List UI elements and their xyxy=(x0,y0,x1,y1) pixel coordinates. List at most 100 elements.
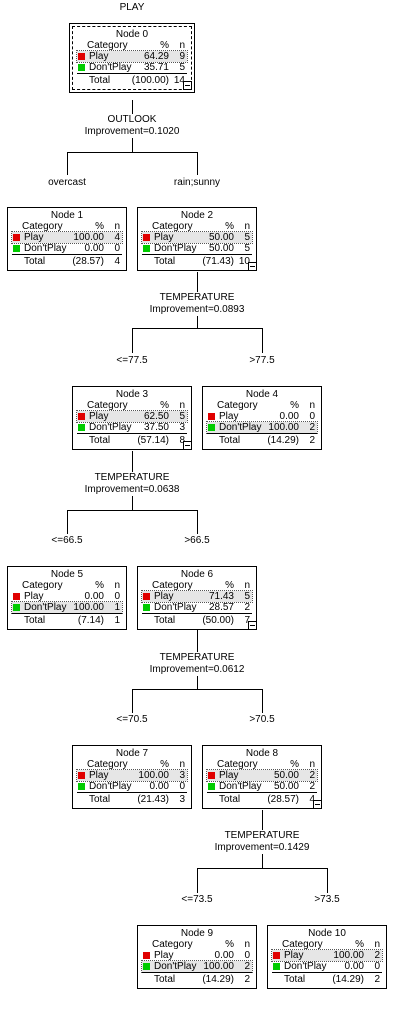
header-n: n xyxy=(244,221,250,232)
collapse-toggle-button[interactable] xyxy=(248,262,257,271)
total-percent: (28.57) xyxy=(72,256,104,267)
total-row: Total(14.29)2 xyxy=(142,974,252,985)
category-label: Don'tPlay xyxy=(219,781,262,792)
split-variable: TEMPERATURE xyxy=(159,292,235,303)
play-color-swatch xyxy=(13,234,20,241)
split-variable: TEMPERATURE xyxy=(224,830,300,841)
category-percent: 71.43 xyxy=(208,591,234,602)
play-color-swatch xyxy=(78,772,85,779)
total-label: Total xyxy=(89,794,111,805)
header-n: n xyxy=(374,939,380,950)
total-row: Total(28.57)4 xyxy=(207,794,317,805)
category-percent: 100.00 xyxy=(73,602,104,613)
category-label: Don'tPlay xyxy=(24,243,67,254)
node-title: Node 5 xyxy=(50,569,84,580)
header-category: Category xyxy=(22,221,63,232)
total-label: Total xyxy=(24,615,46,626)
header-n: n xyxy=(179,759,185,770)
category-count: 2 xyxy=(309,422,315,433)
header-category: Category xyxy=(87,759,128,770)
play-color-swatch xyxy=(78,413,85,420)
total-label: Total xyxy=(219,435,241,446)
header-n: n xyxy=(114,580,120,591)
total-row: Total(100.00)14 xyxy=(77,75,187,86)
header-category: Category xyxy=(152,580,193,591)
node-title: Node 6 xyxy=(180,569,214,580)
header-n: n xyxy=(244,580,250,591)
category-percent: 37.50 xyxy=(143,422,169,433)
category-percent: 100.00 xyxy=(73,232,104,243)
play-color-swatch xyxy=(143,593,150,600)
node-title: Node 3 xyxy=(115,389,149,400)
dontplay-color-swatch xyxy=(143,963,150,970)
category-percent: 0.00 xyxy=(84,591,104,602)
collapse-toggle-button[interactable] xyxy=(248,621,257,630)
total-count: 4 xyxy=(309,794,315,805)
header-n: n xyxy=(309,400,315,411)
total-count: 8 xyxy=(179,435,185,446)
category-label: Play xyxy=(219,770,239,781)
total-percent: (50.00) xyxy=(202,615,234,626)
header-n: n xyxy=(309,759,315,770)
category-count: 0 xyxy=(114,243,120,254)
header-n: n xyxy=(179,40,185,51)
total-label: Total xyxy=(24,256,46,267)
total-count: 3 xyxy=(179,794,185,805)
node-header-row: Category%n xyxy=(12,580,122,591)
category-count: 5 xyxy=(244,591,250,602)
dontplay-color-swatch xyxy=(13,245,20,252)
header-n: n xyxy=(244,939,250,950)
total-percent: (57.14) xyxy=(137,435,169,446)
branch-label-left: overcast xyxy=(48,177,86,188)
total-row: Total(50.00)7 xyxy=(142,615,252,626)
header-percent: % xyxy=(95,221,104,232)
branch-label-left: <=70.5 xyxy=(116,714,148,725)
total-label: Total xyxy=(89,435,111,446)
total-label: Total xyxy=(219,794,241,805)
total-row: Total(7.14)1 xyxy=(12,615,122,626)
category-label: Play xyxy=(284,950,304,961)
category-label: Don'tPlay xyxy=(219,422,262,433)
branch-label-right: >77.5 xyxy=(249,355,275,366)
collapse-toggle-button[interactable] xyxy=(183,441,192,450)
category-percent: 100.00 xyxy=(333,950,364,961)
category-percent: 100.00 xyxy=(268,422,299,433)
category-count: 2 xyxy=(244,602,250,613)
total-label: Total xyxy=(154,974,176,985)
total-percent: (14.29) xyxy=(267,435,299,446)
header-category: Category xyxy=(22,580,63,591)
category-count: 9 xyxy=(179,51,185,62)
category-count: 2 xyxy=(374,950,380,961)
category-percent: 64.29 xyxy=(143,51,169,62)
total-divider xyxy=(142,972,252,973)
collapse-toggle-button[interactable] xyxy=(183,81,192,90)
header-percent: % xyxy=(225,221,234,232)
category-label: Play xyxy=(154,950,174,961)
total-divider xyxy=(142,254,252,255)
category-label: Play xyxy=(154,232,174,243)
header-n: n xyxy=(179,400,185,411)
collapse-toggle-button[interactable] xyxy=(313,800,322,809)
total-count: 2 xyxy=(244,974,250,985)
header-percent: % xyxy=(290,400,299,411)
total-percent: (21.43) xyxy=(137,794,169,805)
total-divider xyxy=(77,73,187,74)
